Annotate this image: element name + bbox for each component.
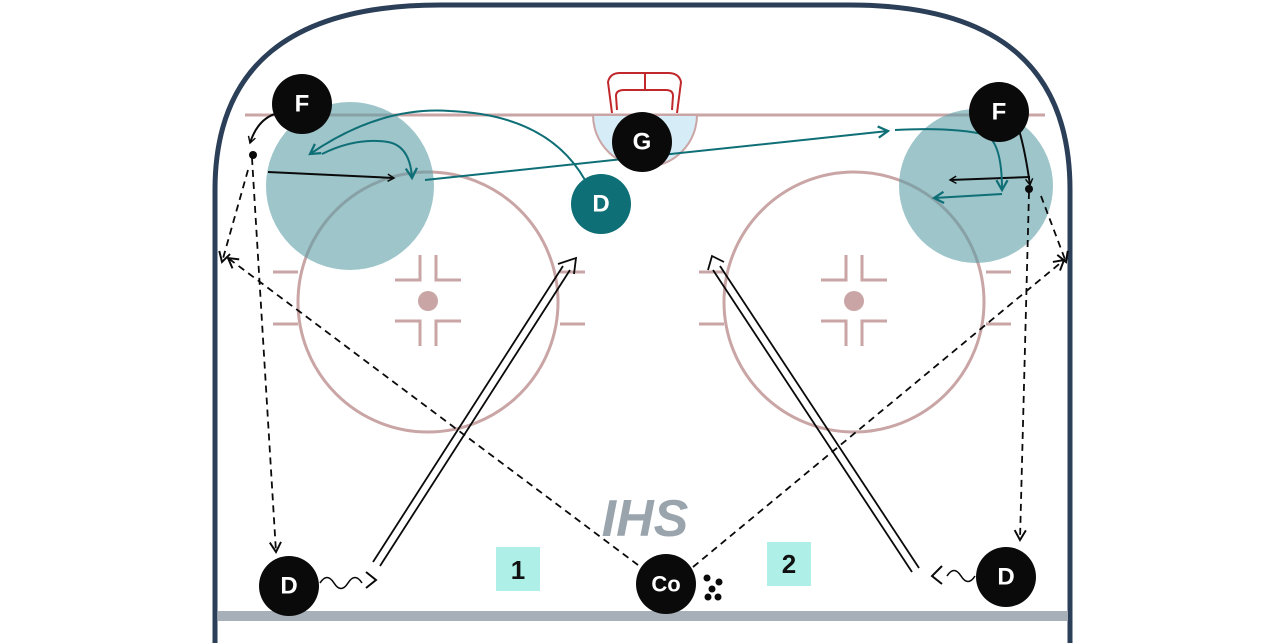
left-loop xyxy=(321,139,418,181)
teal-zone-right xyxy=(899,109,1053,263)
blue-line xyxy=(218,611,1068,621)
forward-right: F xyxy=(969,82,1029,142)
puck-left xyxy=(249,151,257,159)
skate-arrows xyxy=(247,112,1034,590)
right-return xyxy=(931,190,1003,205)
puck-pile xyxy=(703,574,723,601)
defense-bottom-right-label: D xyxy=(997,564,1014,591)
goalie: G xyxy=(612,112,672,172)
faceoff-dot-right xyxy=(844,291,864,311)
forward-left: F xyxy=(272,74,332,134)
defense-bottom-left: D xyxy=(259,556,319,616)
defense-top: D xyxy=(571,174,631,234)
defense-left-wave xyxy=(319,576,363,590)
coach: Co xyxy=(636,554,696,614)
pass-right-down xyxy=(1013,191,1030,542)
skate-lines xyxy=(372,254,920,573)
pass-right-diagonal xyxy=(692,258,1066,568)
forward-right-path xyxy=(1018,129,1034,187)
carry-left xyxy=(267,171,396,182)
pass-left-down xyxy=(251,157,282,554)
forward-left-path xyxy=(247,112,279,145)
rink-boards xyxy=(212,2,1073,643)
puck-right xyxy=(1025,185,1033,193)
faceoff-dot-left xyxy=(418,291,438,311)
coach-label: Co xyxy=(651,572,680,597)
defense-bottom-left-label: D xyxy=(280,573,297,600)
defense-top-label: D xyxy=(592,191,609,218)
defense-right-wave xyxy=(946,569,976,583)
zone-1-label: 1 xyxy=(511,555,525,585)
forward-right-label: F xyxy=(992,99,1007,126)
defense-left-stop xyxy=(365,571,378,589)
ihs-logo: IHS xyxy=(602,490,689,548)
pass-left-diagonal xyxy=(226,256,639,566)
zone-2-badge: 2 xyxy=(767,542,811,586)
pass-lines xyxy=(218,157,1069,568)
goal-net xyxy=(606,72,683,114)
pass-left-wall xyxy=(218,169,249,264)
defense-pass-curve xyxy=(308,109,586,181)
defense-bottom-right: D xyxy=(976,547,1036,607)
zone-2-label: 2 xyxy=(782,549,796,579)
zone-1-badge: 1 xyxy=(496,547,540,591)
carry-right xyxy=(948,175,1031,184)
forward-left-label: F xyxy=(295,91,310,118)
goalie-label: G xyxy=(633,129,652,156)
faceoff-circle-right xyxy=(699,170,1011,434)
defense-right-stop xyxy=(930,565,943,585)
